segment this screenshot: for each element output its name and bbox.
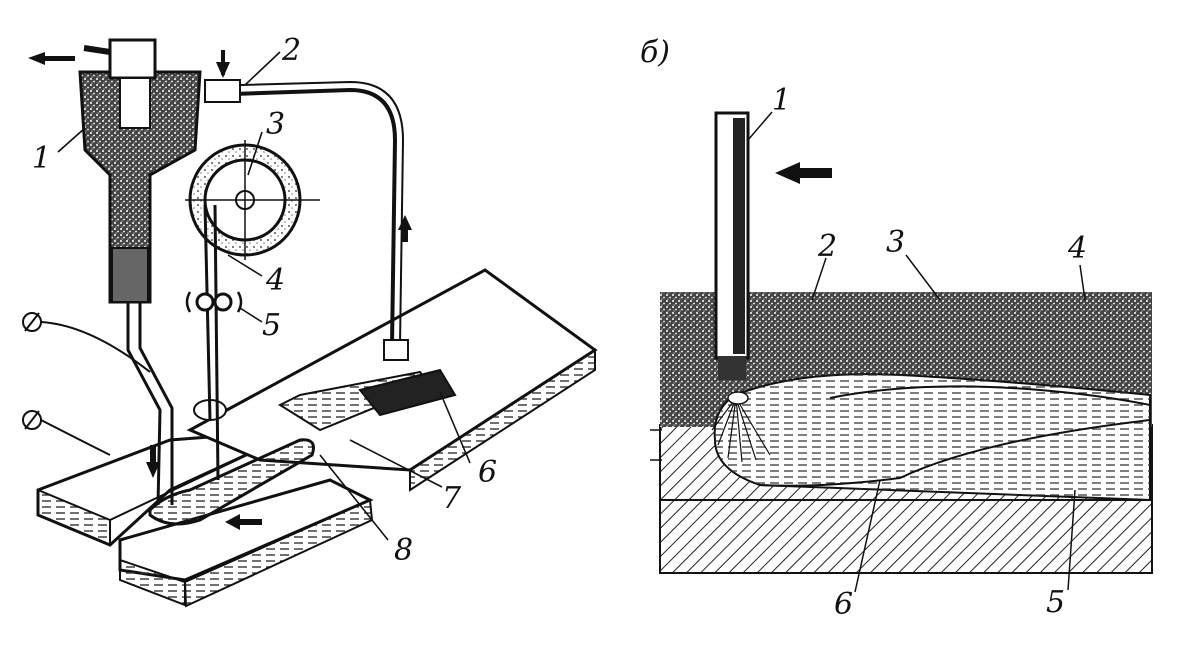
- label-8: 8: [394, 533, 413, 568]
- flux-feed-pipe: [126, 302, 174, 506]
- arc: [711, 391, 771, 463]
- upper-plate: [186, 268, 598, 492]
- leader-lines: [57, 51, 471, 541]
- power-cables: [22, 312, 151, 456]
- electrode: [714, 111, 750, 380]
- label-7: 7: [442, 481, 462, 516]
- label-4: 4: [265, 263, 285, 298]
- travel-arrow: [775, 162, 832, 184]
- wire-reel: [185, 140, 320, 481]
- section-label-2: 2: [817, 229, 837, 264]
- flux-return-pipe: [204, 50, 412, 361]
- flux-hopper: [28, 38, 202, 304]
- section-label-3: 3: [886, 225, 905, 260]
- panel-label: б): [640, 35, 670, 70]
- base-plates: [36, 428, 374, 608]
- section-label-5: 5: [1046, 585, 1065, 620]
- section-label-1: 1: [772, 83, 791, 118]
- welding-machine-figure: 1 2 3 4 5 6 7 8: [22, 33, 598, 608]
- label-3: 3: [266, 107, 285, 142]
- label-5: 5: [262, 308, 281, 343]
- feed-rollers: [185, 291, 243, 313]
- section-label-6: 6: [834, 587, 853, 622]
- label-6: 6: [478, 455, 497, 490]
- section-leader-lines: [747, 111, 1086, 593]
- direction-arrows: [146, 445, 262, 530]
- label-1: 1: [32, 141, 51, 176]
- label-2: 2: [281, 33, 301, 68]
- section-label-4: 4: [1067, 231, 1087, 266]
- weld-section-figure: б): [640, 35, 1153, 622]
